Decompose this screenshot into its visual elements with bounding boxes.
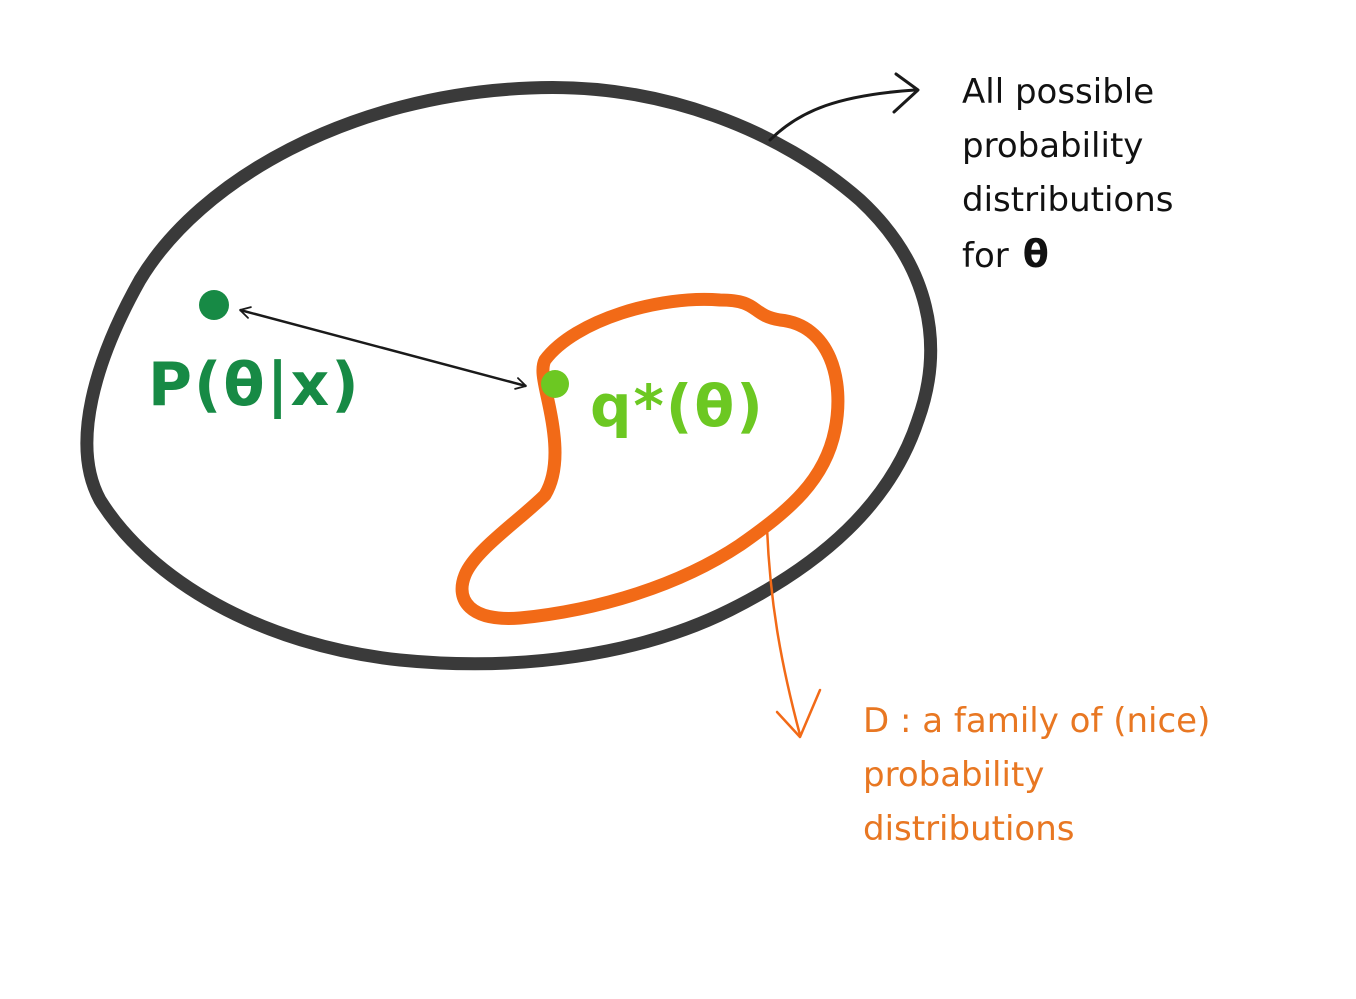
family-label-line: probability [863, 755, 1045, 795]
family-pointer-arrow [765, 526, 802, 737]
divergence-arrow [239, 306, 527, 390]
universe-label-line: probability [962, 126, 1144, 166]
universe-label-line: distributions [962, 180, 1174, 220]
posterior-point [199, 290, 229, 320]
family-label: D : a family of (nice) probability distr… [863, 694, 1210, 856]
universe-pointer-arrowhead [892, 72, 920, 114]
posterior-label: P(θ|x) [148, 350, 361, 420]
theta-symbol: θ [1022, 232, 1049, 276]
universe-label-line: All possible [962, 72, 1155, 112]
family-label-line: D : a family of (nice) [863, 701, 1211, 741]
approximation-point [541, 370, 569, 398]
family-pointer-arrowhead [775, 688, 822, 739]
approximation-label: q*(θ) [590, 372, 765, 440]
family-blob [455, 292, 845, 625]
family-label-line: distributions [863, 809, 1075, 849]
universe-pointer-arrow [768, 88, 917, 142]
universe-label: All possible probability distributions f… [962, 65, 1173, 283]
universe-label-for: for [962, 236, 1009, 276]
universe-blob [80, 81, 938, 671]
